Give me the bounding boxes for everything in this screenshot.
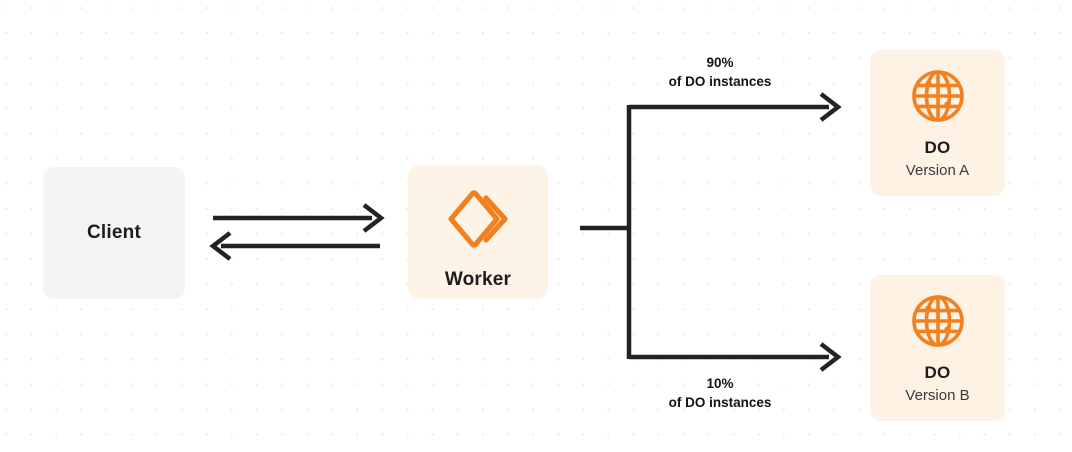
node-do-version-a[interactable]: DO Version A: [870, 50, 1005, 196]
edge-worker-to-client: [209, 231, 380, 261]
edge-label-do-b-description: of DO instances: [668, 395, 772, 410]
edge-label-do-b: 10% of DO instances: [610, 374, 830, 412]
edge-worker-branch-trunk: [580, 105, 632, 359]
edge-worker-to-do-a: [629, 92, 842, 122]
node-client-label: Client: [87, 222, 141, 243]
node-do-a-version: Version A: [905, 162, 970, 179]
edge-worker-to-do-b: [629, 342, 842, 372]
node-worker-label: Worker: [444, 269, 512, 290]
edge-label-do-b-percent: 10%: [706, 376, 734, 391]
node-do-a-label: DO: [924, 138, 951, 157]
edge-client-to-worker: [213, 203, 385, 233]
node-do-b-version: Version B: [905, 387, 970, 404]
edge-label-do-a: 90% of DO instances: [610, 53, 830, 91]
node-client[interactable]: Client: [43, 167, 185, 299]
edge-label-do-a-percent: 90%: [706, 55, 734, 70]
globe-icon: [910, 293, 966, 349]
node-do-b-label: DO: [924, 363, 951, 382]
cloudflare-workers-logo-icon: [445, 189, 511, 249]
node-worker[interactable]: Worker: [408, 165, 548, 299]
edge-label-do-a-description: of DO instances: [668, 74, 772, 89]
globe-icon: [910, 68, 966, 124]
node-do-version-b[interactable]: DO Version B: [870, 275, 1005, 421]
